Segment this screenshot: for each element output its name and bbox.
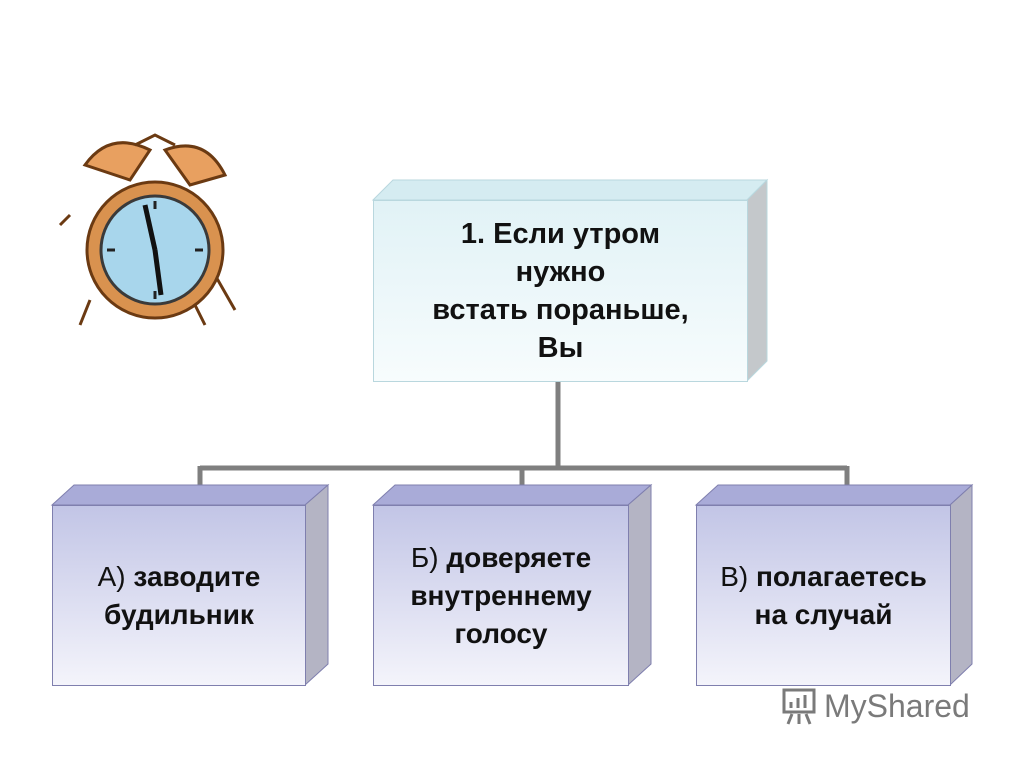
alarm-clock-icon bbox=[58, 133, 237, 326]
option-text: заводите bbox=[133, 560, 261, 592]
question-line: 1. Если утром bbox=[460, 218, 661, 250]
question-line: Вы bbox=[537, 332, 584, 364]
question-box: 1. Если утром нужно встать пораньше, Вы bbox=[373, 200, 748, 382]
watermark-text: MyShared bbox=[824, 687, 970, 724]
question-line: нужно bbox=[515, 256, 606, 288]
option-b-box: Б) доверяете внутреннему голосу bbox=[373, 505, 629, 686]
option-text: будильник bbox=[104, 598, 254, 630]
question-line: встать пораньше, bbox=[432, 294, 689, 326]
option-text: доверяете bbox=[446, 541, 592, 573]
option-text: голосу bbox=[454, 617, 548, 649]
presentation-board-icon bbox=[782, 688, 816, 725]
option-a-box: А) заводите будильник bbox=[52, 505, 306, 686]
option-prefix: В) bbox=[720, 560, 749, 592]
option-c-box: В) полагаетесь на случай bbox=[696, 505, 951, 686]
option-prefix: Б) bbox=[410, 541, 439, 573]
option-text: на случай bbox=[754, 598, 893, 630]
option-text: полагаетесь bbox=[755, 560, 927, 592]
option-prefix: А) bbox=[97, 560, 126, 592]
myshared-watermark: MyShared bbox=[778, 686, 970, 726]
option-text: внутреннему bbox=[410, 579, 592, 611]
alarm-clock-illustration bbox=[58, 133, 237, 326]
